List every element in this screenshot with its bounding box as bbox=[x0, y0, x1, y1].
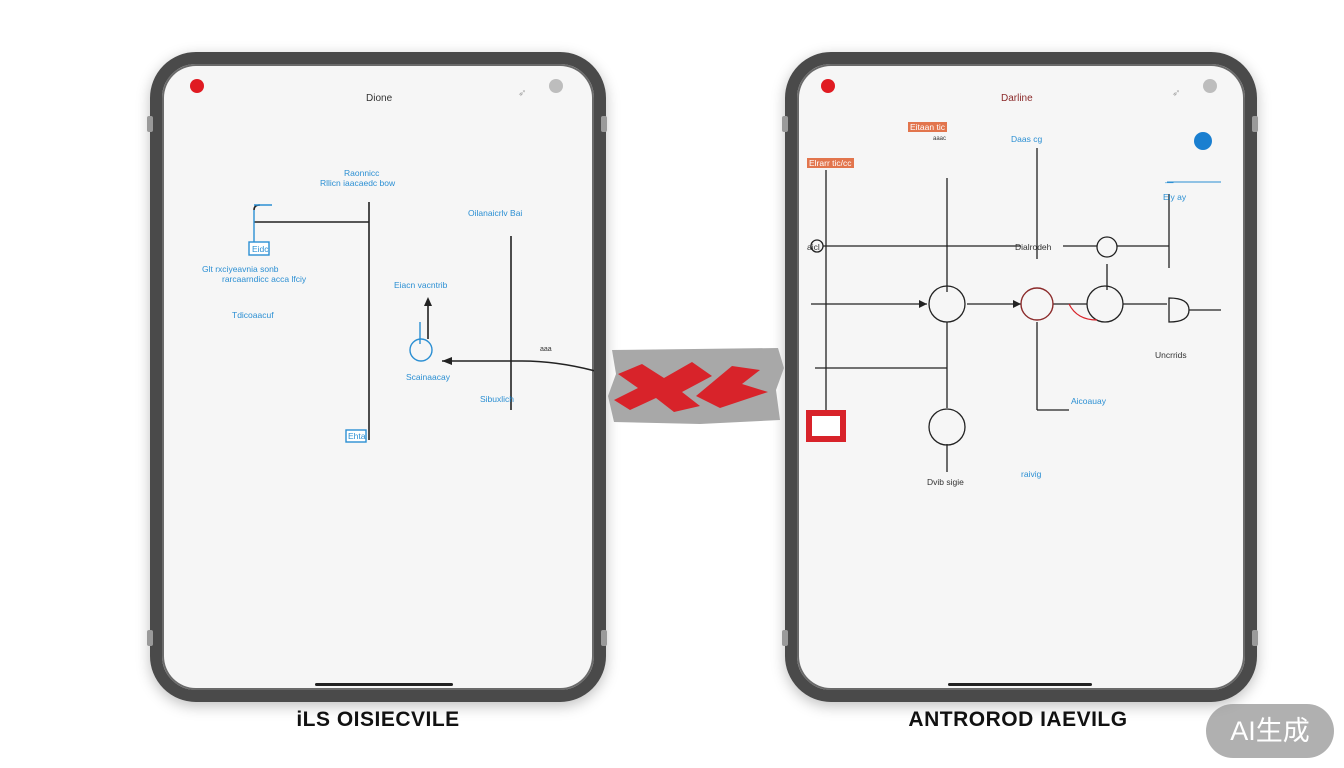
android-device-frame: Darline ➶ bbox=[785, 52, 1257, 702]
component-tag: Eitaan tic bbox=[908, 122, 947, 132]
diagram-label: Dvib sigie bbox=[927, 477, 964, 487]
side-button bbox=[1252, 116, 1258, 132]
diagram-label: Rllicn iaacaedc bow bbox=[320, 178, 396, 188]
component-tag: Elrarr tic/cc bbox=[807, 158, 854, 168]
diagram-label: Tdicoaacuf bbox=[232, 310, 274, 320]
incompatibility-x-icon bbox=[608, 348, 784, 424]
diagram-label: Daas cg bbox=[1011, 134, 1043, 144]
diagram-label: Aicoauay bbox=[1071, 396, 1106, 406]
diagram-label: rarcaarndicc acca lfciy bbox=[222, 274, 307, 284]
diagram-label: Dialrodeh bbox=[1015, 242, 1052, 252]
side-button bbox=[782, 116, 788, 132]
status-title: Darline bbox=[1001, 93, 1033, 104]
component-tag: Ehta bbox=[348, 431, 366, 441]
diagram-label: Sibuxlich bbox=[480, 394, 515, 404]
diagram-label: aaac bbox=[933, 136, 947, 142]
diagram-label: Eiacn vacntrib bbox=[394, 280, 448, 290]
diagram-label: Uncrrids bbox=[1155, 350, 1187, 360]
side-button bbox=[1252, 630, 1258, 646]
component-tag: Eidc bbox=[252, 244, 269, 254]
ios-device-frame: Dione ➶ Raonnicc Rllicn iaacaedc bow Eid… bbox=[150, 52, 606, 702]
ai-generated-badge: AI生成 bbox=[1206, 704, 1334, 758]
diagram-label: Oilanaicrlv Bai bbox=[468, 208, 523, 218]
ios-device-caption: iLS OISIECVILE bbox=[296, 708, 460, 731]
side-button bbox=[782, 630, 788, 646]
diagram-label: Scainaacay bbox=[406, 372, 450, 382]
side-button bbox=[147, 116, 153, 132]
diagram-label: raivig bbox=[1021, 469, 1042, 479]
diagram-label: — bbox=[1165, 177, 1174, 187]
circuit-diagram-left bbox=[248, 202, 594, 443]
diagram-label: Eiy ay bbox=[1163, 192, 1187, 202]
record-indicator-icon bbox=[821, 79, 835, 93]
blue-node-icon bbox=[1194, 132, 1212, 150]
send-icon: ➶ bbox=[518, 88, 527, 99]
diagram-label: Glt rxciyeavnia sonb bbox=[202, 264, 279, 274]
side-button bbox=[601, 116, 607, 132]
diagram-label: Raonnicc bbox=[344, 168, 380, 178]
status-dot-icon bbox=[549, 79, 563, 93]
send-icon: ➶ bbox=[1172, 88, 1181, 99]
status-title: Dione bbox=[366, 93, 393, 104]
android-device-caption: ANTROROD IAEVILG bbox=[908, 708, 1128, 731]
status-dot-icon bbox=[1203, 79, 1217, 93]
circuit-diagram-right bbox=[806, 148, 1221, 472]
diagram-label: aicl bbox=[807, 242, 820, 252]
side-button bbox=[601, 630, 607, 646]
connector-marker-label: aaa bbox=[540, 346, 552, 353]
side-button bbox=[147, 630, 153, 646]
home-indicator bbox=[315, 683, 453, 686]
record-indicator-icon bbox=[190, 79, 204, 93]
home-indicator bbox=[948, 683, 1092, 686]
